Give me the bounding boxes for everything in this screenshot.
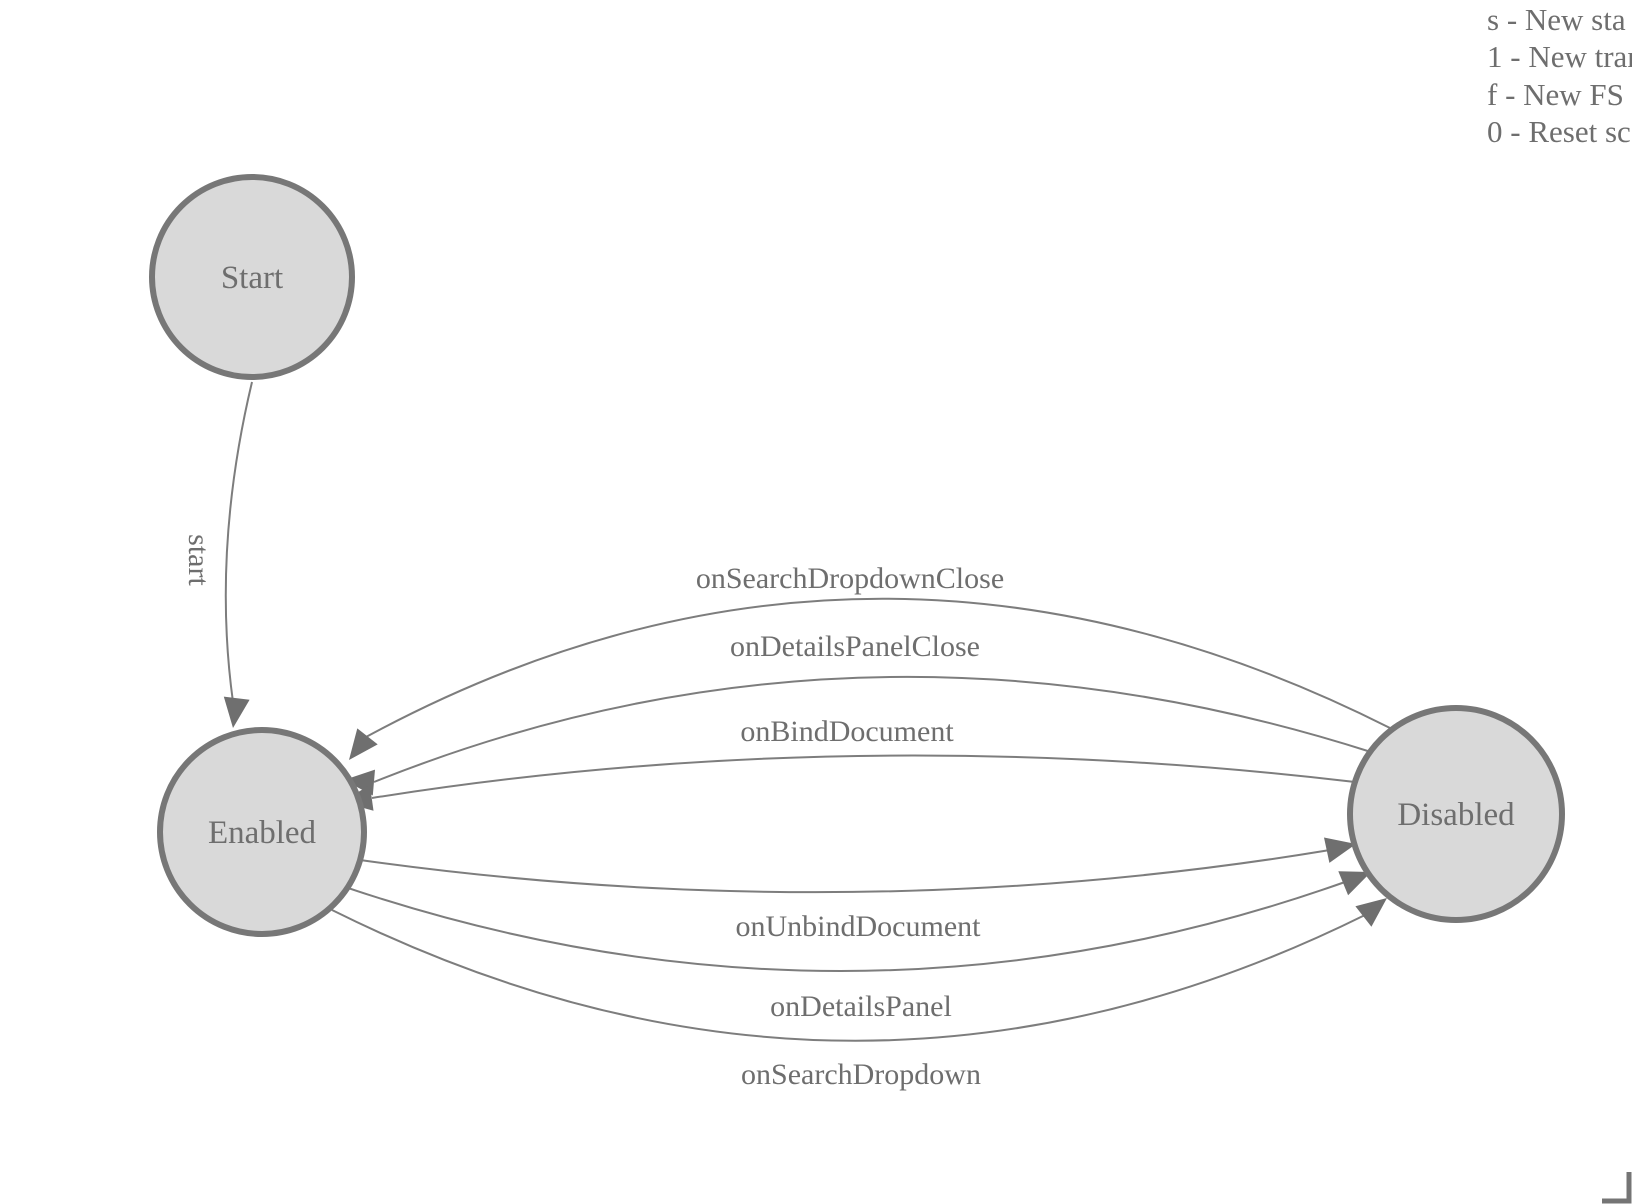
state-label-start: Start: [221, 260, 283, 296]
edge-label-start[interactable]: start: [182, 534, 215, 586]
edge-onSearchDropdown[interactable]: [331, 909, 1366, 1042]
edge-onDetailsPanelClose[interactable]: [373, 675, 1372, 783]
edge-label-onSearchDropdownClose[interactable]: onSearchDropdownClose: [696, 562, 1004, 595]
legend-line-new-state: s - New sta: [1487, 2, 1626, 37]
state-start[interactable]: [149, 174, 355, 380]
edge-label-onDetailsPanelClose[interactable]: onDetailsPanelClose: [730, 630, 980, 663]
edge-label-onSearchDropdown[interactable]: onSearchDropdown: [741, 1058, 981, 1091]
state-disabled[interactable]: [1347, 705, 1565, 923]
legend-line-new-fsm: f - New FS: [1487, 77, 1624, 112]
arrowhead-onSearchDropdownClose: [349, 728, 378, 760]
transition-edges: [223, 381, 1391, 1042]
state-nodes: Start Enabled Disabled: [149, 174, 1565, 937]
state-label-enabled: Enabled: [208, 815, 317, 851]
legend-line-new-transition: 1 - New tran: [1487, 39, 1632, 74]
edge-label-onDetailsPanel[interactable]: onDetailsPanel: [770, 990, 952, 1023]
edge-onDetailsPanel[interactable]: [347, 881, 1346, 973]
legend-line-reset: 0 - Reset sc: [1487, 114, 1631, 149]
edge-onSearchDropdownClose[interactable]: [365, 597, 1391, 738]
arrowhead-start: [223, 696, 250, 728]
transition-labels: start onSearchDropdownClose onDetailsPan…: [182, 534, 1004, 1091]
arrowhead-onUnbindDocument: [1324, 837, 1356, 863]
arrowhead-onSearchDropdown: [1355, 898, 1387, 927]
state-enabled[interactable]: [157, 727, 367, 937]
edge-onUnbindDocument[interactable]: [359, 849, 1331, 894]
canvas-corner-shape: [1602, 1172, 1632, 1204]
edge-label-onBindDocument[interactable]: onBindDocument: [740, 715, 954, 748]
edge-start[interactable]: [224, 381, 253, 703]
state-label-disabled: Disabled: [1397, 797, 1515, 833]
edge-onBindDocument[interactable]: [371, 754, 1356, 799]
edge-label-onUnbindDocument[interactable]: onUnbindDocument: [736, 910, 982, 943]
legend: s - New sta 1 - New tran f - New FS 0 - …: [1487, 2, 1632, 149]
arrowhead-onDetailsPanel: [1338, 871, 1371, 896]
